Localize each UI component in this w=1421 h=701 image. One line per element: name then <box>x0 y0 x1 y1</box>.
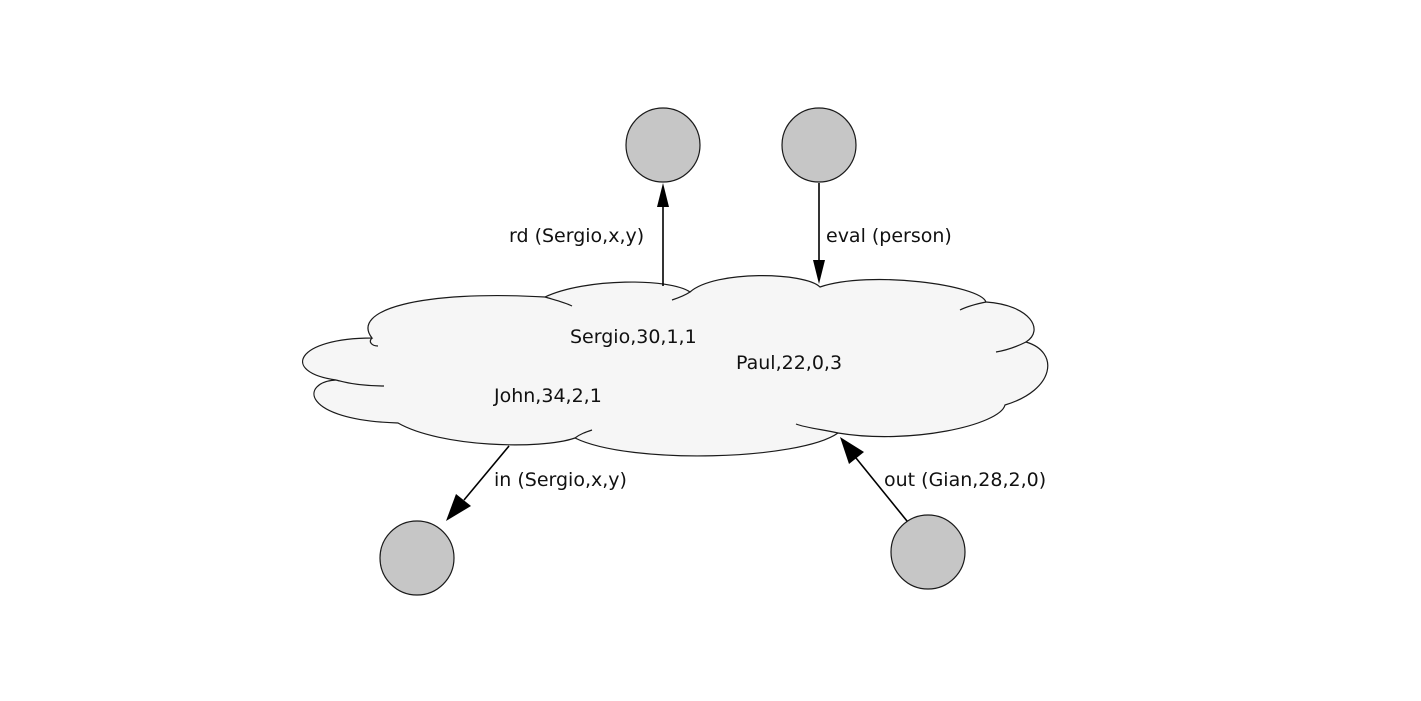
cloud-outline <box>302 275 1049 457</box>
arrow-head <box>840 437 864 464</box>
out-arrow <box>840 437 908 522</box>
in-arrow <box>446 445 510 521</box>
arrow-head <box>446 494 471 521</box>
cloud-inner-curve <box>574 429 593 439</box>
tuple-space-cloud: Sergio,30,1,1 Paul,22,0,3 John,34,2,1 <box>302 275 1049 457</box>
cloud-inner-curve <box>544 296 573 307</box>
process-node-out <box>890 514 966 590</box>
arrow-head <box>813 260 825 284</box>
rd-arrow <box>657 183 669 286</box>
tuple-paul: Paul,22,0,3 <box>736 352 842 374</box>
eval-operation-label: eval (person) <box>826 225 952 247</box>
cloud-inner-curve <box>369 337 379 347</box>
eval-arrow <box>813 183 825 284</box>
out-operation-label: out (Gian,28,2,0) <box>884 469 1046 491</box>
tuple-john: John,34,2,1 <box>493 385 602 407</box>
arrow-head <box>657 183 669 207</box>
process-node-rd <box>625 107 701 183</box>
in-operation-label: in (Sergio,x,y) <box>494 469 627 491</box>
process-node-in <box>379 520 455 596</box>
process-node-eval <box>781 107 857 183</box>
rd-operation-label: rd (Sergio,x,y) <box>509 225 644 247</box>
tuple-sergio: Sergio,30,1,1 <box>570 326 697 348</box>
cloud-inner-curve <box>795 423 839 434</box>
cloud-inner-curve <box>335 379 385 387</box>
cloud-inner-curve <box>671 291 691 301</box>
cloud-inner-curve <box>995 341 1027 353</box>
cloud-inner-curve <box>959 301 987 311</box>
